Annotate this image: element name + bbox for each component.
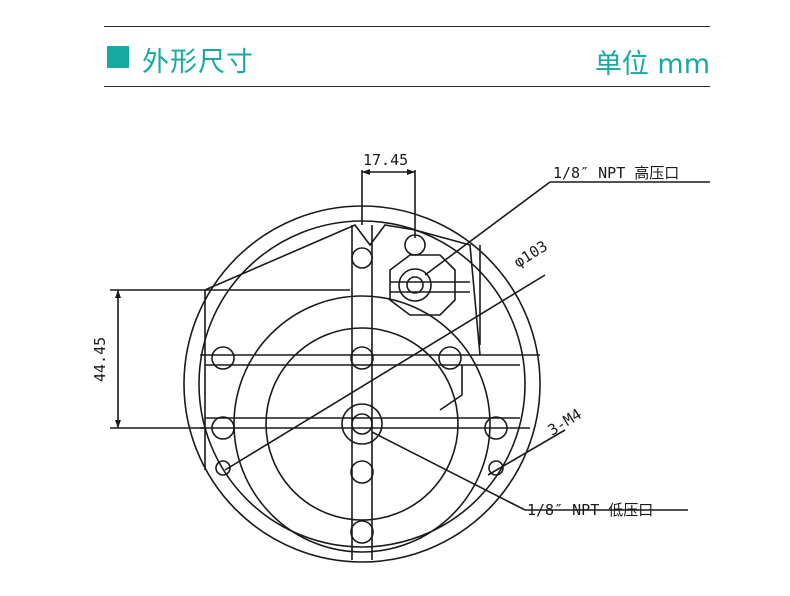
- hole-top-left: [351, 247, 373, 269]
- dim-44-45: 44.45: [91, 337, 109, 382]
- section-square-icon: [107, 46, 129, 68]
- m4-leader: [487, 429, 566, 476]
- high-port-inner: [406, 276, 424, 294]
- m4-label: 3-M4: [545, 405, 585, 439]
- outer-circle: [183, 205, 541, 563]
- unit-label: 单位 mm: [594, 49, 710, 80]
- diameter-leader: [224, 274, 546, 471]
- hole-low-left: [211, 416, 235, 440]
- low-port-leader: [371, 431, 526, 511]
- high-port-leader: [424, 181, 551, 276]
- header-bottom-rule: [104, 86, 710, 87]
- section-title: 外形尺寸: [142, 47, 254, 78]
- large-disc: [233, 295, 491, 553]
- high-port-outer: [398, 268, 432, 302]
- body-circle: [265, 327, 459, 521]
- dim-17-45: 17.45: [363, 151, 408, 169]
- m4-screw-right: [488, 460, 504, 476]
- header-top-rule: [104, 26, 710, 27]
- hole-bottom-1: [350, 460, 374, 484]
- inner-rim-circle: [198, 220, 526, 548]
- m4-screw-left: [215, 460, 231, 476]
- dim-diameter: φ103: [511, 237, 551, 271]
- hole-mid-right: [438, 346, 462, 370]
- hole-low-right: [484, 416, 508, 440]
- high-port-housing: [389, 254, 456, 316]
- high-port-label: 1/8″ NPT 高压口: [553, 164, 679, 182]
- low-port-outer: [341, 403, 383, 445]
- hole-mid-center: [350, 346, 374, 370]
- hole-bottom-2: [350, 520, 374, 544]
- hole-mid-left: [211, 346, 235, 370]
- low-port-label: 1/8″ NPT 低压口: [527, 501, 653, 519]
- low-port-inner: [351, 413, 373, 435]
